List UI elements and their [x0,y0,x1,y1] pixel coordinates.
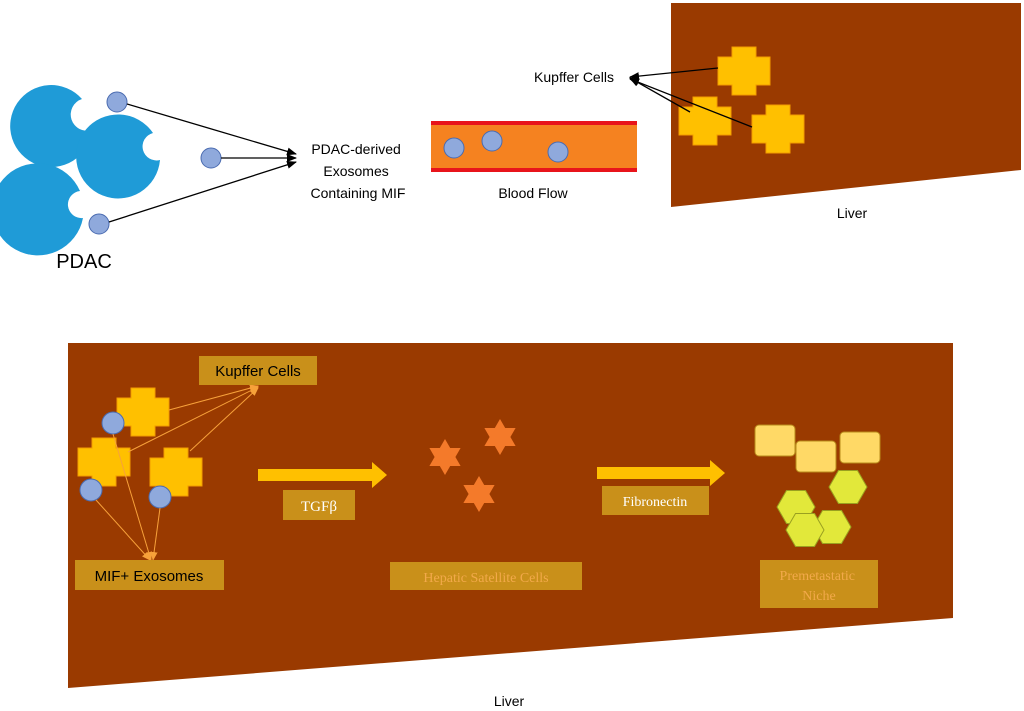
niche-label-line: Niche [802,589,835,604]
stellate-cells [429,419,516,512]
kupffer-cell [717,46,771,96]
liver-bottom [68,343,953,688]
tgf-arrow [258,462,387,488]
tgf-label: TGFβ [301,499,337,515]
blood-flow-label: Blood Flow [498,185,568,201]
niche-square-cell [839,431,881,464]
arrow [108,160,297,223]
niche-label-line: Premetastatic [780,569,855,584]
kupffer-label-top: Kupffer Cells [534,69,614,85]
tgf-label-box [283,490,355,520]
niche-square-cell [795,440,837,473]
blood-vessel [431,121,637,172]
exosome [88,213,110,235]
exosome [200,147,222,169]
liver-top [671,3,1021,207]
stellate-cell [429,439,461,475]
kupffer-pointer-arrows [629,67,753,128]
niche-hex-cell [785,513,825,547]
stellate-cell [484,419,516,455]
arrow [95,499,151,561]
bottom-exosomes [79,411,172,509]
vessel-wall-top [431,121,637,125]
exosome [148,485,172,509]
top-exosomes [88,91,222,235]
exosome [101,411,125,435]
pdac-label: PDAC [56,251,112,273]
pdac-cells [0,85,160,256]
niche-label: Premetastatic Niche [780,569,859,604]
vessel-lumen [431,123,637,170]
kupffer-label-bottom: Kupffer Cells [215,363,301,380]
arrow [629,67,719,81]
exosome [443,137,465,159]
arrow [629,77,691,113]
liver-label-bottom: Liver [494,693,525,709]
niche-hex-cell [812,510,852,544]
kupffer-cell [751,104,805,154]
mif-label: MIF+ Exosomes [95,568,204,585]
exosomes-label-line: PDAC-derived [311,141,400,157]
pdac-cell [10,85,92,168]
stellate-cell [463,476,495,512]
niche-hex-cell [828,470,868,504]
mif-label-box [75,560,224,590]
niche-label-box [760,560,878,608]
arrow [112,433,153,561]
exosomes-label-line: Containing MIF [311,185,406,201]
fibronectin-label-box [602,486,709,515]
exosomes-label: PDAC-derived Exosomes Containing MIF [311,141,406,201]
arrow [629,78,753,128]
label-pointer-arrows [95,384,259,561]
kupffer-label-box [199,356,317,385]
liver-label-top: Liver [837,205,868,221]
pdac-cell [0,163,83,256]
arrow [168,384,259,411]
top-kupffer-cells [678,46,805,154]
fibronectin-label: Fibronectin [623,495,688,510]
kupffer-cell [149,447,203,497]
arrow [126,103,297,156]
exosome [481,130,503,152]
fibronectin-arrow [597,460,725,486]
arrow [150,507,161,561]
kupffer-cell [77,437,131,487]
hsc-label-box [390,562,582,590]
kupffer-cell [678,96,732,146]
vessel-wall-bottom [431,168,637,172]
bottom-kupffer-cells [77,387,203,497]
pdac-cell [76,114,160,199]
arrow [189,387,259,452]
kupffer-cell [116,387,170,437]
hsc-label: Hepatic Satellite Cells [423,571,548,586]
exosome [547,141,569,163]
arrow [127,386,259,453]
niche-square-cell [754,424,796,457]
exosome [79,478,103,502]
exosome [106,91,128,113]
exosome-arrows [108,103,297,223]
niche-cells [754,424,881,547]
exosomes-label-line: Exosomes [323,163,388,179]
